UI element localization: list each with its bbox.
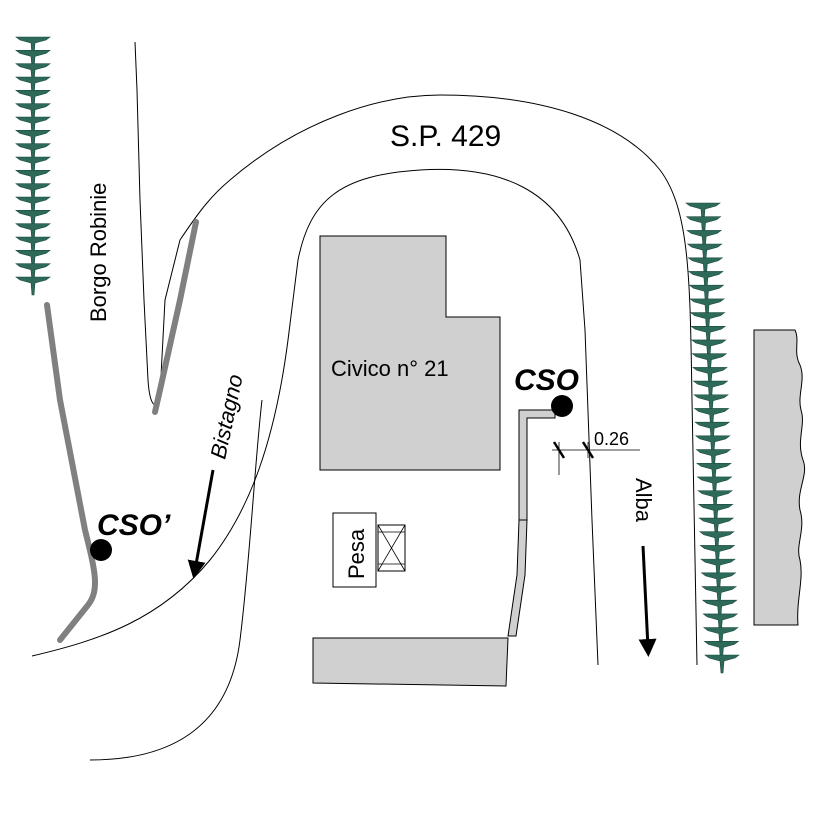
guardrail-left <box>44 302 99 643</box>
road-edge-inner <box>31 168 599 666</box>
pesa-box <box>332 512 377 588</box>
tree-icon <box>15 276 51 296</box>
distance-label: 0.26 <box>594 429 629 449</box>
borgo-label: Borgo Robinie <box>86 183 111 322</box>
cso-prime-point-icon[interactable] <box>90 539 112 561</box>
tree-icon <box>704 654 740 674</box>
road-edge-lower <box>89 399 263 761</box>
building-right <box>753 329 805 626</box>
building-lower <box>312 637 509 687</box>
pesa-label: Pesa <box>344 528 369 579</box>
pesa-scale <box>332 512 406 588</box>
distance-marker <box>552 441 640 475</box>
cso-label: CSO <box>514 364 579 397</box>
cso-prime-label: CSO’ <box>97 509 171 542</box>
alba-arrow-icon <box>638 545 657 657</box>
bistagno-arrow-icon <box>187 469 215 579</box>
tree-row-right <box>685 202 740 674</box>
guardrail-borgo <box>152 219 199 415</box>
civico-label: Civico n° 21 <box>331 356 449 381</box>
cso-point-icon[interactable] <box>551 395 573 417</box>
tree-row-left <box>15 36 51 296</box>
bistagno-label: Bistagno <box>205 372 247 461</box>
alba-label: Alba <box>631 478 656 523</box>
road-label: S.P. 429 <box>390 120 501 153</box>
building-civico-21 <box>319 235 501 471</box>
guardrail-cso <box>507 409 556 637</box>
road-edge-outer <box>229 94 698 666</box>
road-edge-borgo-left <box>134 41 231 406</box>
